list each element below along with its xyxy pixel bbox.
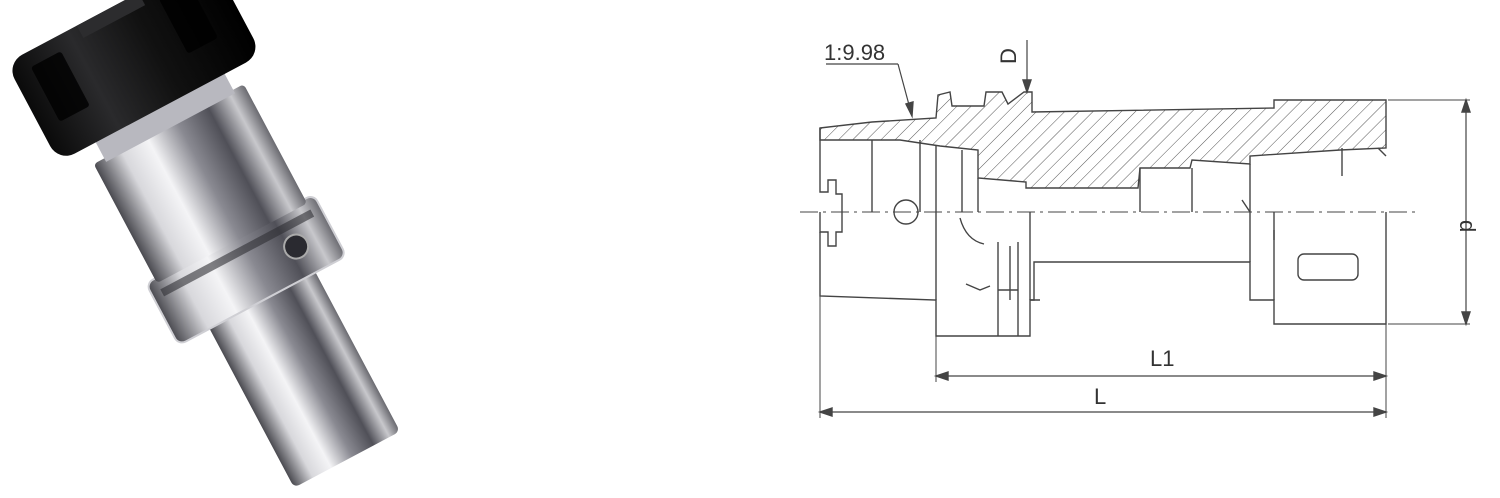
d-label: d <box>1455 220 1480 232</box>
tool-holder-rendering <box>12 0 398 486</box>
flange-hole <box>283 233 310 260</box>
shank <box>207 265 398 486</box>
collet-slot <box>1297 253 1359 281</box>
shank-upper <box>819 128 843 212</box>
holder-body <box>12 0 398 486</box>
taper-label: 1:9.98 <box>824 40 885 65</box>
L1-label: L1 <box>1150 346 1174 371</box>
technical-drawing: 1:9.98 D d L1 L <box>800 40 1480 418</box>
upper-section-hatch <box>819 91 1387 189</box>
drive-hole <box>893 199 919 225</box>
D-label: D <box>996 48 1021 64</box>
main-body <box>95 85 306 282</box>
L-label: L <box>1094 384 1106 409</box>
